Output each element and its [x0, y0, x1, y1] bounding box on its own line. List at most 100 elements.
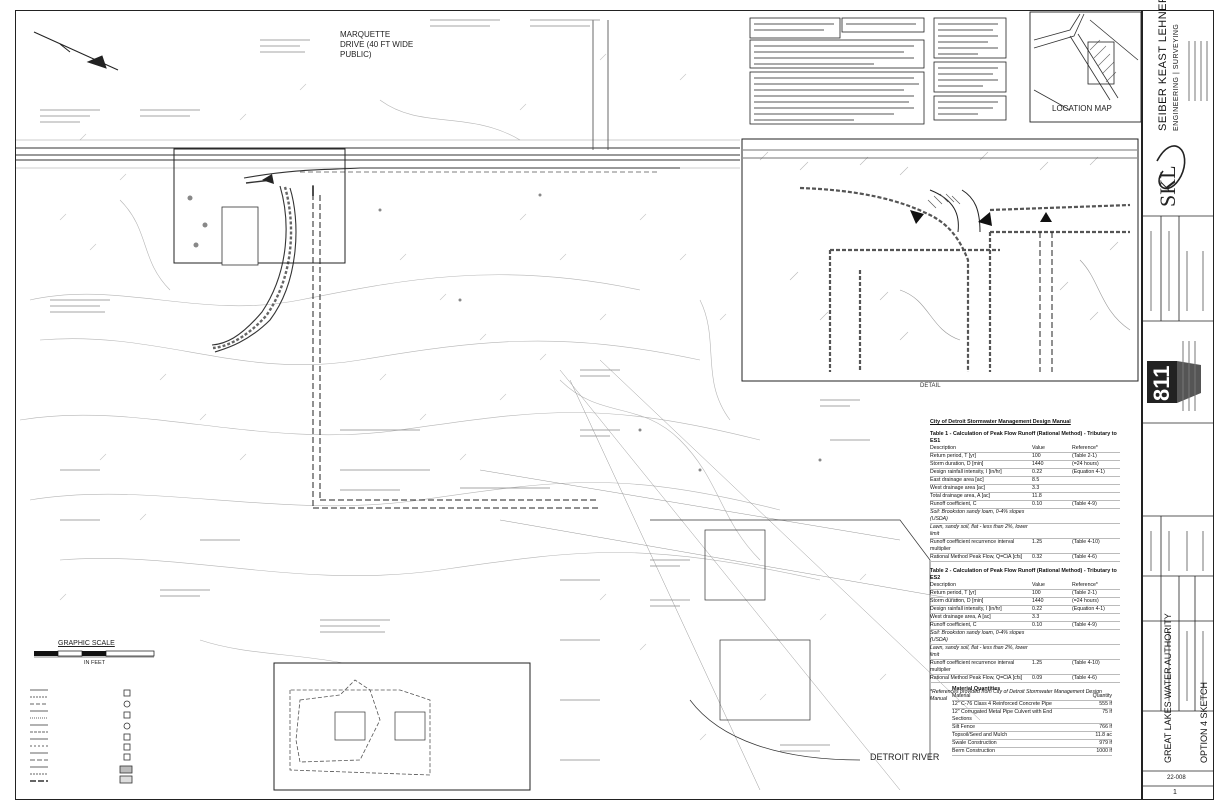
table-cell-label: Runoff coefficient recurrence interval m…	[930, 539, 1015, 552]
table-cell-value: 75 lf	[1102, 709, 1112, 715]
sheet-number: 1	[1173, 789, 1177, 796]
table-cell-value: 1.25	[1032, 660, 1043, 666]
table-cell-value: 3.3	[1032, 485, 1040, 491]
firm-discipline: ENGINEERING | SURVEYING	[1173, 23, 1180, 131]
table-cell-reference: (Table 4-9)	[1072, 622, 1097, 628]
table-cell-label: Soil: Brookston sandy loam, 0-4% slopes …	[930, 509, 1025, 522]
table-cell-label: Runoff coefficient, C	[930, 622, 977, 628]
material-quantities: Material Quantities Material Quantity 12…	[952, 686, 1112, 756]
table-cell-value: 100	[1032, 590, 1041, 596]
table-cell-value: 11.8 ac	[1095, 732, 1112, 738]
table-cell-label: Rational Method Peak Flow, Q=CiA [cfs]	[930, 554, 1023, 560]
table-row: 12" Corrugated Metal Pipe Culvert with E…	[952, 709, 1112, 724]
quantities-body: 12" C-76 Class 4 Reinforced Concrete Pip…	[952, 701, 1112, 756]
table-cell-label: West drainage area, A [ac]	[930, 614, 991, 620]
sheet-title: OPTION 4 SKETCH	[1199, 681, 1209, 763]
table-row: Rational Method Peak Flow, Q=CiA [cfs] 0.…	[930, 675, 1120, 683]
table-cell-reference	[1072, 485, 1120, 492]
table-row: Total drainage area, A [ac] 11.8	[930, 493, 1120, 501]
table-row: Runoff coefficient recurrence interval m…	[930, 539, 1120, 554]
table-cell-reference: (Table 2-1)	[1072, 590, 1097, 596]
table-cell-label: 12" C-76 Class 4 Reinforced Concrete Pip…	[952, 701, 1052, 707]
table-cell-reference	[1072, 645, 1120, 659]
table-cell-label: Topsoil/Seed and Mulch	[952, 732, 1008, 738]
table-cell-value: 11.8	[1032, 493, 1042, 499]
table-cell-reference	[1072, 524, 1120, 538]
table-row: Lawn, sandy soil, flat - less than 2%, l…	[930, 645, 1120, 660]
table-cell-reference: (Table 2-1)	[1072, 453, 1097, 459]
table-cell-value: 0.10	[1032, 622, 1043, 628]
table1-header-description: Description	[930, 445, 956, 451]
table-cell-label: Runoff coefficient recurrence interval m…	[930, 660, 1015, 673]
table-cell-label: Storm duration, D [min]	[930, 461, 984, 467]
table-row: Runoff coefficient, C 0.10 (Table 4-9)	[930, 622, 1120, 630]
table-row: Design rainfall intensity, I [in/hr]0.22…	[930, 606, 1120, 614]
table-cell-label: 12" Corrugated Metal Pipe Culvert with E…	[952, 709, 1053, 722]
manual-title: City of Detroit Stormwater Management De…	[930, 419, 1071, 425]
table-cell-label: Total drainage area, A [ac]	[930, 493, 990, 499]
table-cell-label: Rational Method Peak Flow, Q=CiA [cfs]	[930, 675, 1023, 681]
quantities-header-quantity: Quantity	[1092, 693, 1112, 699]
table-cell-reference: (=24 hours)	[1072, 461, 1099, 467]
table-cell-value: 0.09	[1032, 675, 1043, 681]
table-cell-reference: (Table 4-6)	[1072, 554, 1097, 560]
detail-label: DETAIL	[920, 383, 941, 389]
table1-header-value: Value	[1032, 445, 1045, 451]
table2-header-reference: Reference*	[1072, 582, 1098, 588]
table2-header-description: Description	[930, 582, 956, 588]
table-cell-reference	[1072, 493, 1120, 500]
table-row: Runoff coefficient recurrence interval m…	[930, 660, 1120, 675]
table-cell-label: Return period, T [yr]	[930, 453, 976, 459]
table-cell-value: 0.22	[1032, 606, 1043, 612]
table2-body: Return period, T [yr]100(Table 2-1)Storm…	[930, 590, 1120, 683]
table-cell-reference	[1072, 614, 1120, 621]
table-row: Storm duration, D [min]1440(=24 hours)	[930, 461, 1120, 469]
table-cell-reference: (=24 hours)	[1072, 598, 1099, 604]
graphic-scale-bar	[34, 650, 155, 658]
road-label: MARQUETTE DRIVE (40 FT WIDE PUBLIC)	[340, 30, 414, 59]
table-cell-value	[1032, 645, 1072, 659]
table-cell-reference: (Table 4-9)	[1072, 501, 1097, 507]
table-cell-label: Silt Fence	[952, 724, 976, 730]
table-cell-value: 766 lf	[1099, 724, 1112, 730]
table-row: Storm duration, D [min]1440(=24 hours)	[930, 598, 1120, 606]
table-cell-label: Lawn, sandy soil, flat - less than 2%, l…	[930, 645, 1028, 658]
table-cell-value: 555 lf	[1099, 701, 1112, 707]
table-cell-value: 1000 lf	[1096, 748, 1112, 754]
table-cell-value: 0.10	[1032, 501, 1043, 507]
table-row: West drainage area [ac]3.3	[930, 485, 1120, 493]
table-cell-reference: (Table 4-10)	[1072, 660, 1100, 666]
table1-body: Return period, T [yr]100(Table 2-1)Storm…	[930, 453, 1120, 562]
quantities-header-material: Material	[952, 693, 971, 699]
table-cell-value: 0.22	[1032, 469, 1043, 475]
table-row: Return period, T [yr]100(Table 2-1)	[930, 453, 1120, 461]
quantities-header-row: Material Quantity	[952, 693, 1112, 701]
drawing-frame	[15, 10, 1142, 800]
title-block: SEIBER KEAST LEHNER ENGINEERING | SURVEY…	[1142, 0, 1214, 800]
badge-811: 811	[1149, 365, 1174, 402]
table-cell-label: Lawn, sandy soil, flat - less than 2%, l…	[930, 524, 1028, 537]
table-cell-label: Berm Construction	[952, 748, 995, 754]
table-row: Soil: Brookston sandy loam, 0-4% slopes …	[930, 630, 1120, 645]
table-cell-value: 8.5	[1032, 477, 1040, 483]
table2-title: Table 2 - Calculation of Peak Flow Runof…	[930, 568, 1117, 581]
site-plan-drawing	[16, 11, 1141, 791]
location-map-label: LOCATION MAP	[1052, 104, 1112, 113]
table-cell-label: Soil: Brookston sandy loam, 0-4% slopes …	[930, 630, 1025, 643]
table-cell-reference: (Table 4-6)	[1072, 675, 1097, 681]
river-label: DETROIT RIVER	[870, 752, 940, 762]
graphic-scale-units: IN FEET	[84, 660, 106, 666]
table-row: Silt Fence 766 lf	[952, 724, 1112, 732]
table-cell-value: 979 lf	[1099, 740, 1112, 746]
table-row: West drainage area, A [ac]3.3	[930, 614, 1120, 622]
table-cell-value: 0.32	[1032, 554, 1043, 560]
table-cell-label: East drainage area [ac]	[930, 477, 984, 483]
graphic-scale-label: GRAPHIC SCALE	[58, 640, 115, 647]
table-cell-value	[1032, 509, 1072, 523]
table-cell-reference	[1072, 630, 1120, 644]
table-row: Design rainfall intensity, I [in/hr]0.22…	[930, 469, 1120, 477]
table-cell-value	[1032, 524, 1072, 538]
table-cell-label: Storm duration, D [min]	[930, 598, 984, 604]
